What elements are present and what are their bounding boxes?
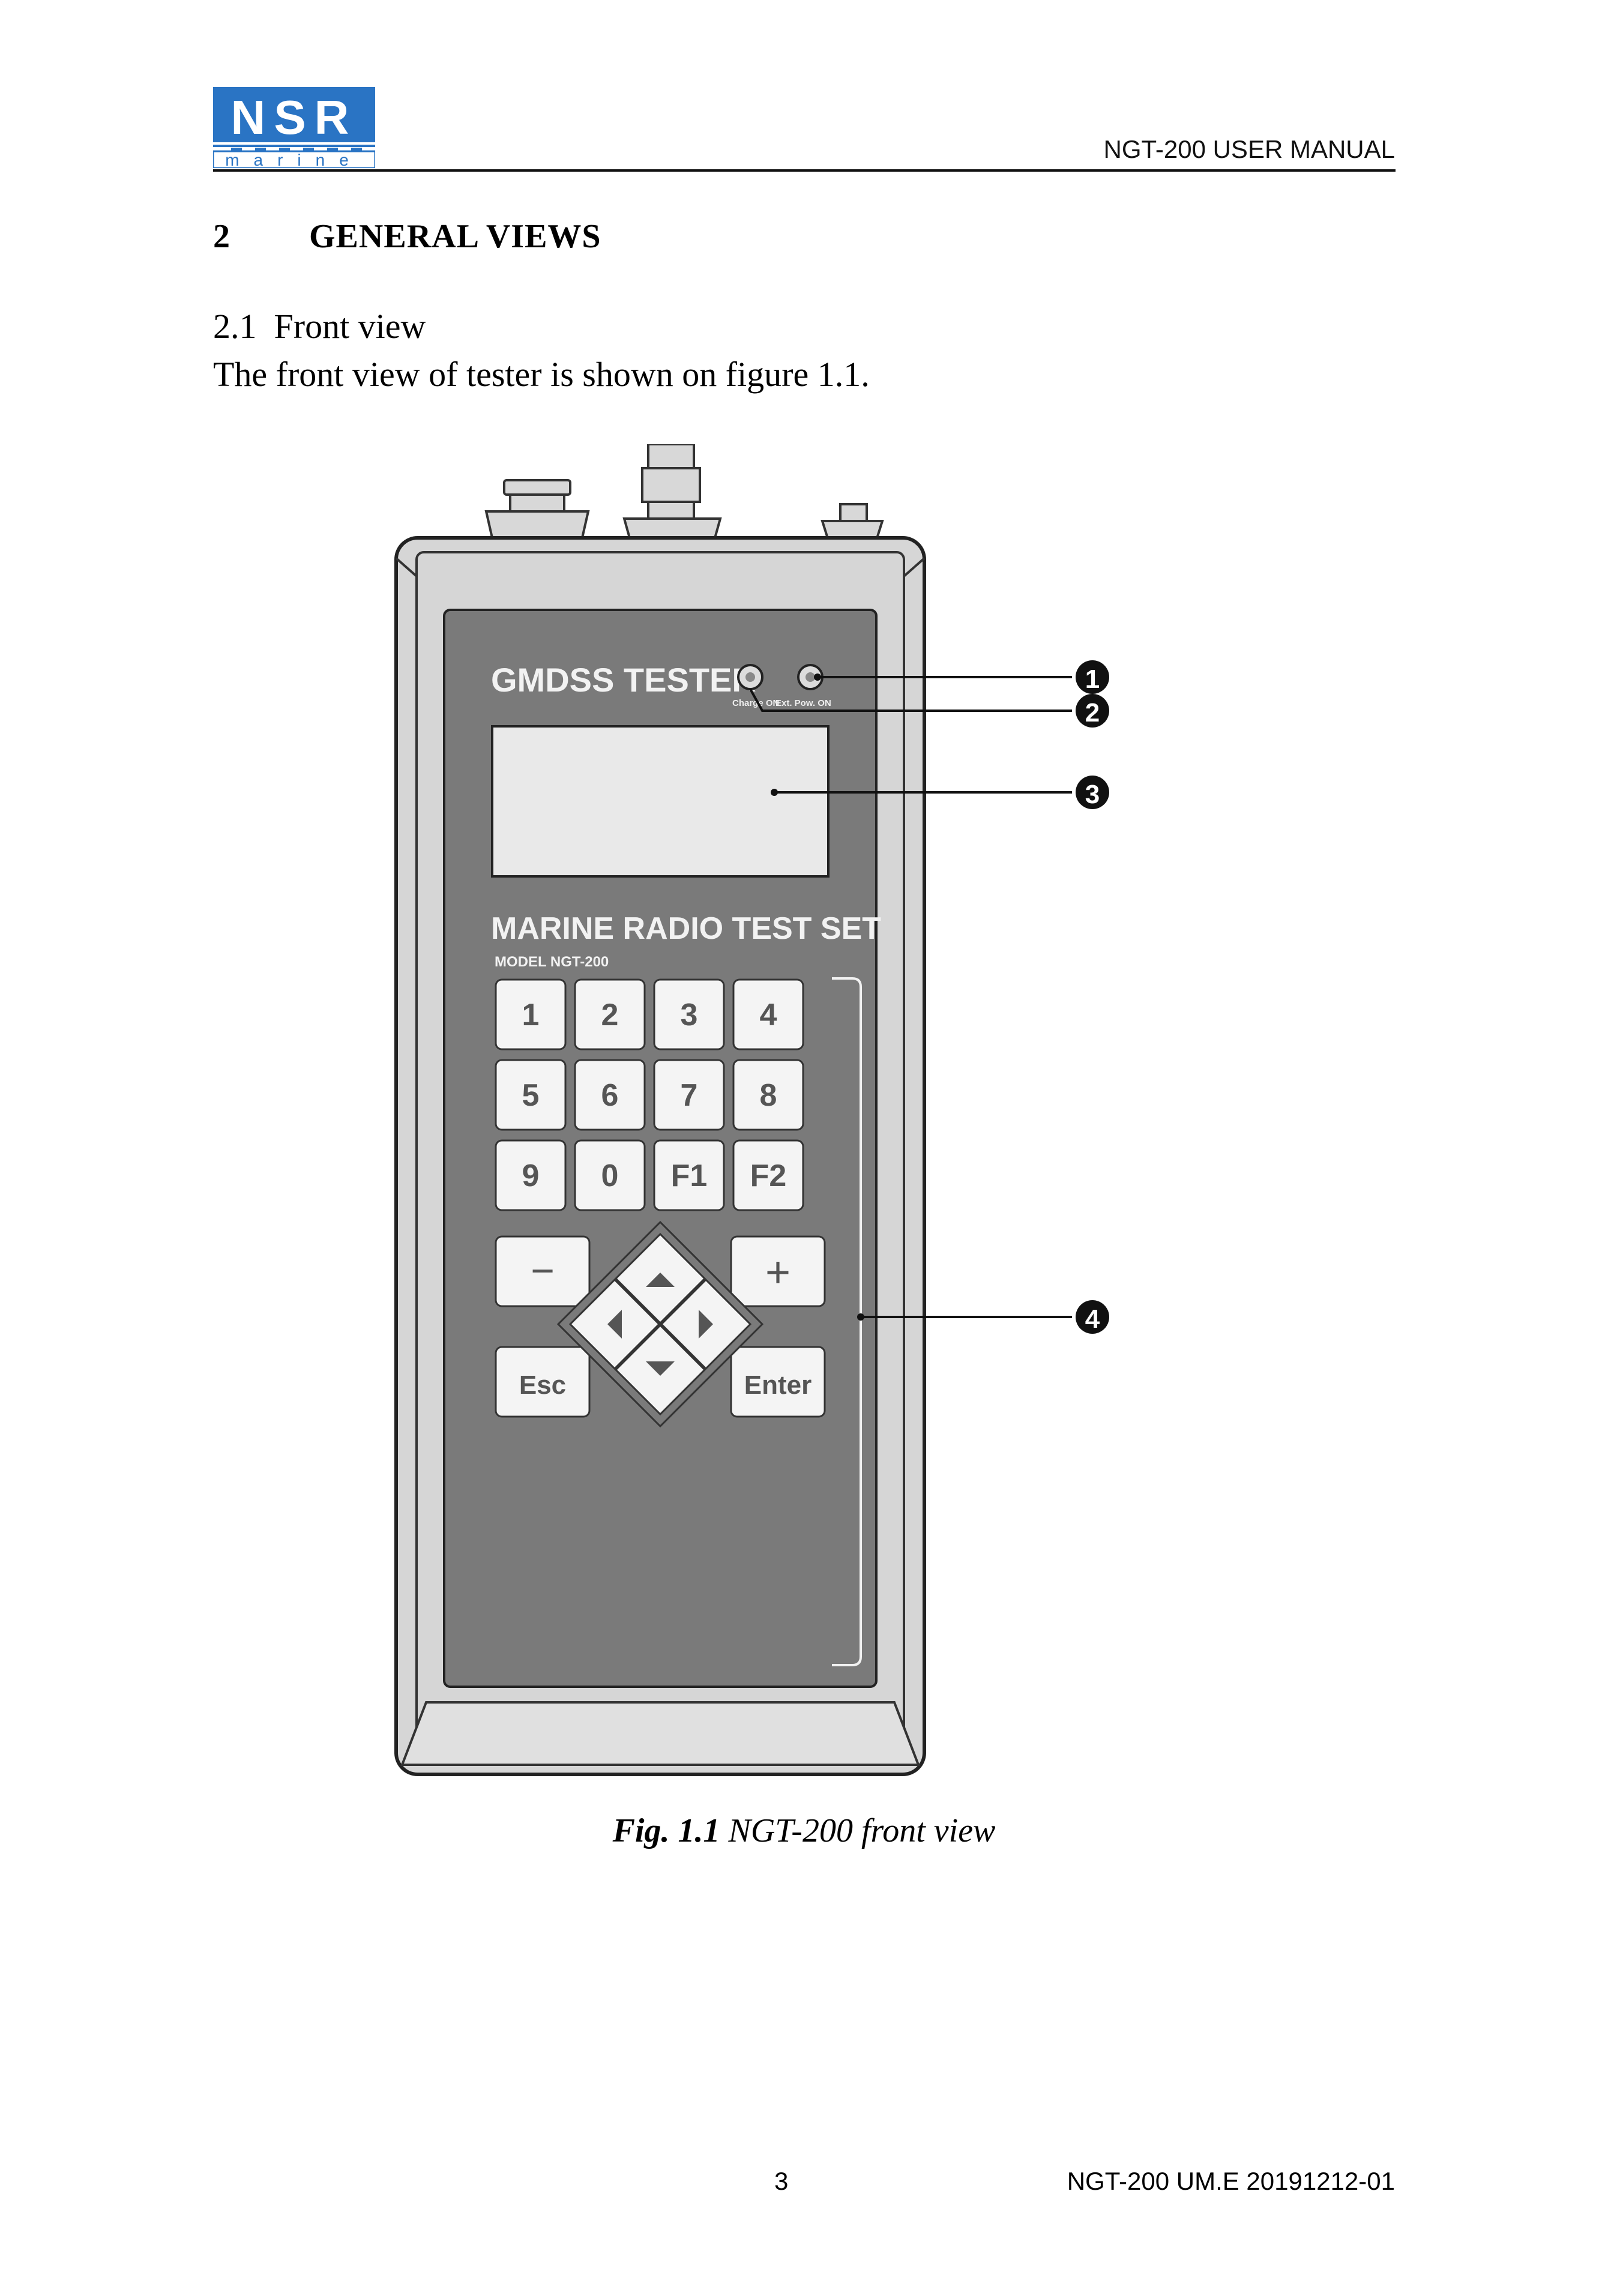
plus-key[interactable] [730,1235,826,1307]
brand-label: GMDSS TESTER [491,661,756,699]
left-connector [484,479,590,539]
keypad-key[interactable] [495,1059,567,1131]
esc-key[interactable] [495,1346,591,1418]
keypad-key-label: 5 [522,1078,540,1113]
figure-caption-number: Fig. 1.1 [612,1812,720,1849]
enter-key-label: Enter [744,1370,812,1400]
section-number: 2 [213,218,230,255]
minus-key[interactable] [495,1235,591,1307]
page-number: 3 [774,2167,789,2195]
minus-key-label: − [531,1248,555,1294]
nsr-marine-logo: NSR marine [213,87,375,168]
keypad-key-label: 7 [681,1078,698,1113]
housing-foot [400,1701,920,1766]
down-arrow-key[interactable] [614,1324,706,1416]
keypad-key[interactable] [495,1139,567,1211]
keypad-key[interactable] [653,1139,725,1211]
callout-1-marker: 1 [1076,660,1109,694]
keypad-key-label: F2 [750,1159,787,1193]
device-front-view-figure: GMDSS TESTER Charge ON Ext. Pow. ON MARI… [394,444,1109,1776]
keypad-bracket [832,977,862,1666]
logo-nsr-text: NSR [231,91,358,144]
keypad-key[interactable] [574,1059,646,1131]
left-arrow-icon [607,1310,622,1339]
up-arrow-key[interactable] [614,1232,706,1325]
callout-4-label: 4 [1085,1304,1100,1334]
esc-key-label: Esc [519,1370,566,1400]
right-arrow-icon [699,1310,713,1339]
right-arrow-key[interactable] [660,1278,752,1370]
keypad-key-label: 3 [681,998,698,1032]
keypad-key[interactable] [574,1139,646,1211]
ext-power-led-label: Ext. Pow. ON [775,698,831,708]
product-label: MARINE RADIO TEST SET [491,911,881,946]
right-connector [821,503,884,541]
keypad-key-label: 2 [601,998,619,1032]
running-header-title: NGT-200 USER MANUAL [1103,135,1395,163]
subsection-heading: 2.1 Front view [213,307,426,346]
keypad-key[interactable] [732,978,804,1050]
callout-leaders [749,676,1072,1318]
keypad-key-label: 8 [760,1078,777,1113]
section-title: GENERAL VIEWS [309,218,601,255]
model-label: MODEL NGT-200 [495,954,609,970]
callout-3-label: 3 [1085,780,1100,809]
callout-3-marker: 3 [1076,776,1109,809]
keypad-key-label: 4 [760,998,777,1032]
keypad-key-label: 1 [522,998,540,1032]
keypad-key[interactable] [653,1059,725,1131]
charge-led-label: Charge ON [732,698,779,708]
body-paragraph: The front view of tester is shown on fig… [213,355,870,394]
figure-caption-text: NGT-200 front view [720,1812,996,1849]
d-pad [556,1220,764,1428]
down-arrow-icon [646,1361,675,1376]
keypad-key[interactable] [732,1139,804,1211]
callout-1-label: 1 [1085,664,1100,694]
plus-key-label: + [765,1249,790,1297]
figure-caption: Fig. 1.1 NGT-200 front view [0,1812,1608,1850]
keypad-key[interactable] [653,978,725,1050]
keypad-key[interactable] [732,1059,804,1131]
enter-key[interactable] [730,1346,826,1418]
left-arrow-key[interactable] [568,1278,661,1370]
document-code: NGT-200 UM.E 20191212-01 [1067,2167,1395,2195]
keypad-key[interactable] [574,978,646,1050]
up-arrow-icon [646,1273,675,1287]
callout-4-marker: 4 [1076,1300,1109,1334]
keypad-key[interactable] [495,978,567,1050]
keypad-key-label: F1 [671,1159,708,1193]
center-connector [622,444,722,541]
keypad-key-label: 0 [601,1159,619,1193]
keypad-key-label: 6 [601,1078,619,1113]
callout-2-label: 2 [1085,698,1100,728]
callout-2-marker: 2 [1076,694,1109,728]
logo-marine-text: marine [225,151,363,168]
header-rule [213,169,1396,172]
keypad-key-label: 9 [522,1159,540,1193]
keypad: 1 2 3 4 5 6 7 8 9 0 F1 F2 [495,978,804,1211]
lcd-display [491,725,830,878]
